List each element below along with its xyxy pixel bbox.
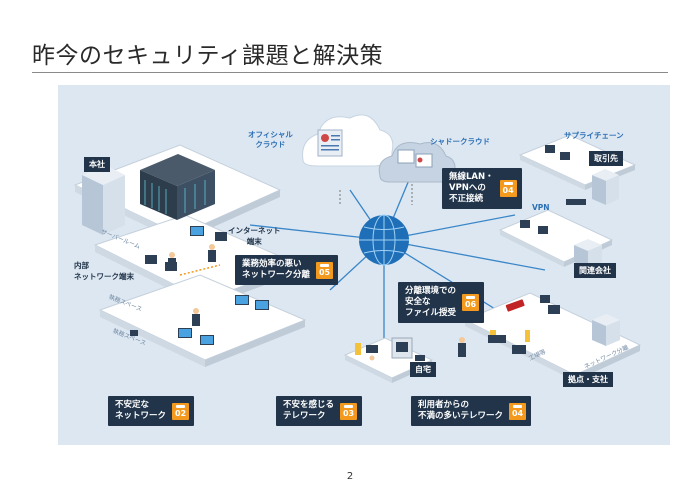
callout-network-split: 業務効率の悪い ネットワーク分離 05 bbox=[235, 255, 339, 285]
file-badge-icon: 02 bbox=[172, 402, 190, 420]
callout-unstable-network: 不安定な ネットワーク 02 bbox=[108, 396, 195, 426]
callout-text: 分離環境での 安全な ファイル授受 bbox=[405, 286, 457, 318]
callout-unsatisfying-telework: 利用者からの 不満の多いテレワーク 04 bbox=[411, 396, 532, 426]
file-badge-icon: 06 bbox=[462, 294, 480, 311]
file-badge-icon: 03 bbox=[340, 402, 358, 420]
printer-icon bbox=[415, 355, 425, 361]
usb-drive-icon bbox=[505, 299, 525, 312]
partner-building-icon bbox=[592, 169, 619, 205]
page-number: 2 bbox=[346, 471, 354, 482]
hq-tag: 本社 bbox=[84, 157, 110, 172]
affiliate-building-icon bbox=[574, 239, 602, 268]
callout-text: 不安定な ネットワーク bbox=[115, 400, 167, 421]
affiliate-tag: 関連会社 bbox=[574, 263, 616, 278]
callout-text: 業務効率の悪い ネットワーク分離 bbox=[242, 259, 311, 280]
shadow-cloud-icon bbox=[378, 142, 456, 183]
callout-text: 無線LAN・ VPNへの 不正接続 bbox=[449, 172, 494, 204]
internet-terminal-label: インターネット 端末 bbox=[228, 226, 281, 246]
server-racks bbox=[140, 154, 215, 220]
file-badge-icon: 05 bbox=[316, 261, 334, 279]
wifi-router bbox=[130, 330, 138, 336]
branch-tag: 拠点・支社 bbox=[563, 372, 613, 387]
home-tag: 自宅 bbox=[410, 362, 436, 377]
supply-chain-label: サプライチェーン bbox=[564, 131, 624, 140]
callout-wireless-vpn: 無線LAN・ VPNへの 不正接続 04 bbox=[442, 168, 522, 209]
callout-text: 不安を感じる テレワーク bbox=[283, 400, 335, 421]
remote-worker bbox=[458, 337, 466, 357]
callout-file-transfer: 分離環境での 安全な ファイル授受 06 bbox=[398, 282, 485, 323]
callout-text: 利用者からの 不満の多いテレワーク bbox=[418, 400, 504, 421]
hq-tower bbox=[82, 165, 125, 235]
title-divider bbox=[32, 72, 668, 73]
internal-terminal-label: 内部 ネットワーク端末 bbox=[74, 261, 134, 281]
vpn-label: VPN bbox=[532, 203, 550, 212]
internet-globe-icon bbox=[359, 214, 409, 266]
file-badge-icon: 04 bbox=[509, 402, 527, 420]
business-partner-tag: 取引先 bbox=[589, 151, 623, 166]
callout-anxious-telework: 不安を感じる テレワーク 03 bbox=[276, 396, 363, 426]
official-cloud-icon bbox=[302, 114, 394, 167]
shadow-cloud-label: シャドークラウド bbox=[430, 137, 490, 146]
page-title: 昨今のセキュリティ課題と解決策 bbox=[32, 43, 384, 69]
file-badge-icon: 04 bbox=[499, 180, 517, 197]
official-cloud-label: オフィシャル クラウド bbox=[248, 130, 293, 149]
